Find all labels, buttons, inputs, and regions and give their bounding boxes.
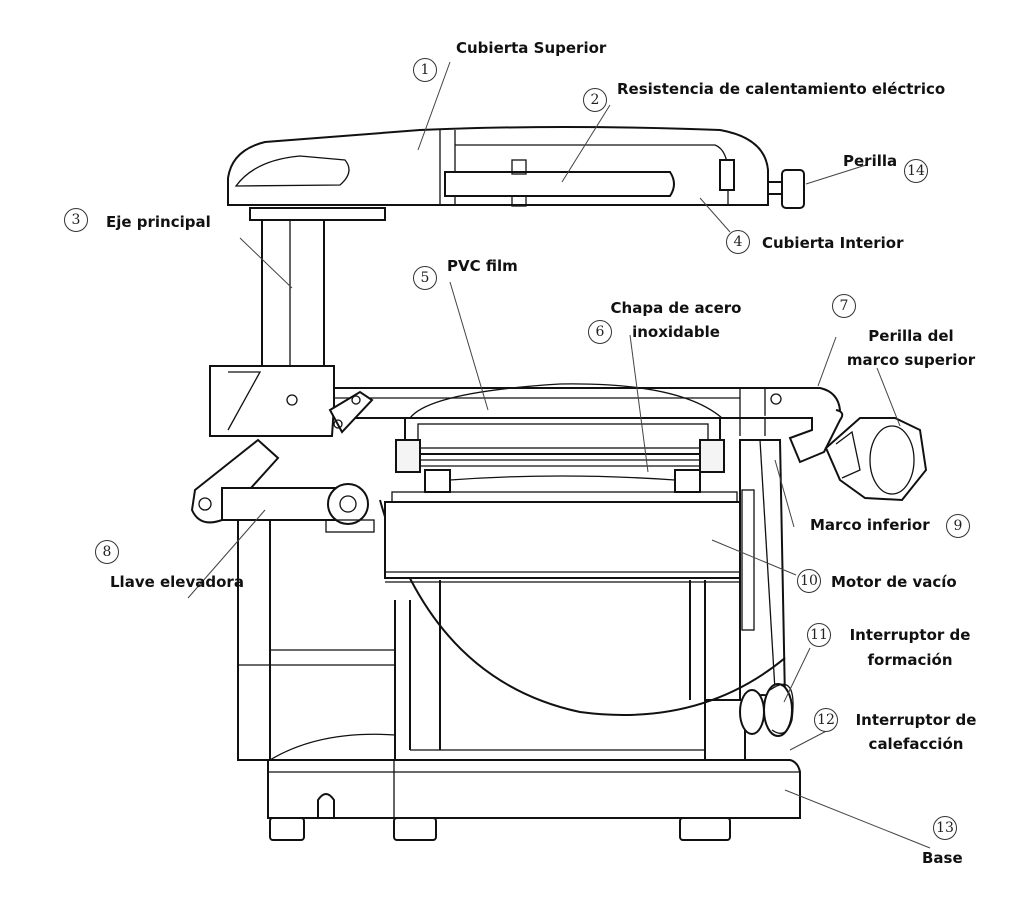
label-chapa-line1: Chapa de acero — [610, 299, 742, 317]
cutaway-outline — [379, 499, 786, 716]
callout-number-3: 3 — [64, 208, 88, 232]
label-int-formacion-line2: formación — [867, 651, 953, 669]
callout-number-6: 6 — [588, 320, 612, 344]
body-drawing — [237, 439, 794, 761]
callout-number-2: 2 — [583, 88, 607, 112]
callout-number-14: 14 — [904, 159, 928, 183]
callout-number-4: 4 — [726, 230, 750, 254]
label-int-calefaccion-line2: calefacción — [868, 735, 964, 753]
callout-number-8: 8 — [95, 540, 119, 564]
label-perilla-marco-line2: marco superior — [846, 351, 976, 369]
label-pvc-film: PVC film — [447, 257, 518, 275]
callout-number-10: 10 — [797, 569, 821, 593]
callout-number-13: 13 — [933, 816, 957, 840]
label-eje-principal: Eje principal — [106, 213, 211, 231]
lift-key-drawing — [190, 438, 375, 533]
film-frame-drawing — [391, 383, 738, 503]
label-cubierta-superior: Cubierta Superior — [456, 39, 607, 57]
label-int-calefaccion-line1: Interruptor de — [855, 711, 977, 729]
callout-number-12: 12 — [814, 708, 838, 732]
label-llave-elevadora: Llave elevadora — [110, 573, 244, 591]
base-drawing — [267, 759, 801, 841]
callout-number-1: 1 — [413, 58, 437, 82]
callout-number-11: 11 — [807, 623, 831, 647]
top-cover-drawing — [227, 126, 805, 209]
label-resistencia: Resistencia de calentamiento eléctrico — [617, 80, 946, 98]
frame-knob-drawing — [824, 417, 928, 502]
shaft-drawing — [249, 207, 386, 367]
vacuum-motor-drawing — [384, 501, 741, 583]
label-cubierta-interior: Cubierta Interior — [762, 234, 904, 252]
label-marco-inferior: Marco inferior — [810, 516, 930, 534]
callout-number-7: 7 — [832, 294, 856, 318]
label-int-formacion-line1: Interruptor de — [849, 626, 971, 644]
label-motor-de-vacio: Motor de vacío — [831, 573, 957, 591]
callout-number-5: 5 — [413, 266, 437, 290]
label-base: Base — [922, 849, 963, 867]
label-chapa-line2: inoxidable — [632, 323, 720, 341]
label-perilla: Perilla — [843, 152, 898, 170]
leader-lines — [187, 61, 931, 849]
callout-number-9: 9 — [946, 514, 970, 538]
label-perilla-marco-line1: Perilla del — [868, 327, 954, 345]
